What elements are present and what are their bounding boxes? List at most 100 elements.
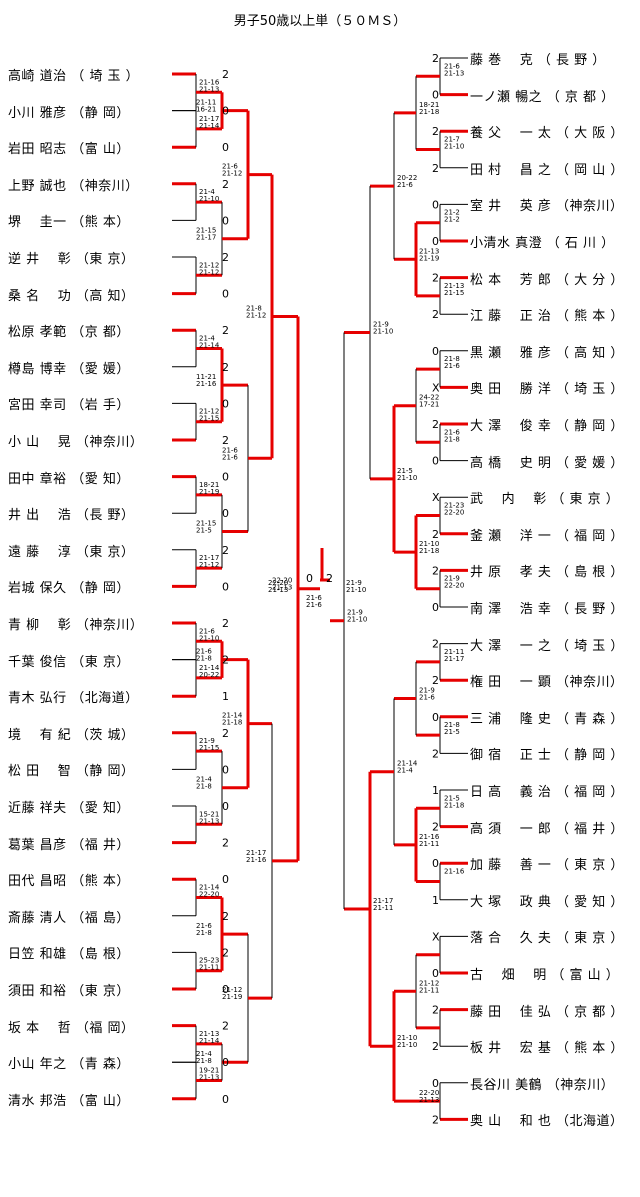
score-label: 21-14 <box>199 342 220 350</box>
right-player-name: 藤 巻 克 （ 長 野 ） <box>470 53 606 68</box>
left-r1-mark: 0 <box>222 471 229 484</box>
final-right-mark: 2 <box>326 572 333 585</box>
right-r1-mark: 0 <box>432 1077 439 1090</box>
score-label: 21-14 <box>199 122 220 130</box>
left-player-name: 坂 本 哲 （福 岡） <box>8 1020 135 1036</box>
score-label: 21-8 <box>196 783 212 791</box>
left-r1-mark: 0 <box>222 983 229 996</box>
score-label: 21-13 <box>444 282 464 290</box>
right-r1-mark: 2 <box>432 1040 439 1053</box>
score-label: 21-10 <box>347 616 367 624</box>
score-label: 21-16 <box>196 380 217 388</box>
score-label: 22-20 <box>419 1089 439 1097</box>
right-player-name: 大 塚 政 典 （ 愛 知 ） <box>470 894 624 910</box>
page-title: 男子50歳以上単（５０ＭＳ） <box>233 14 407 29</box>
score-label: 21-2 <box>444 209 460 217</box>
score-label: 21-18 <box>419 547 439 555</box>
score-label: 21-6 <box>199 627 215 635</box>
score-label: 22-20 <box>199 891 219 899</box>
right-player-name: 大 澤 一 之 （ 埼 玉 ） <box>470 638 624 654</box>
left-player-name: 近藤 祥夫 （愛 知） <box>8 801 130 816</box>
left-player-name: 斎藤 清人 （福 島） <box>8 910 130 926</box>
left-r1-mark: 0 <box>222 141 229 154</box>
right-player-name: 奥 山 和 也 （北海道） <box>470 1114 624 1130</box>
right-player-name: 奥 田 勝 洋 （ 埼 玉 ） <box>470 382 624 398</box>
right-player-name: 小清水 真澄 （ 石 川 ） <box>470 236 615 251</box>
right-r1-mark: 0 <box>432 235 439 248</box>
score-label: 21-11 <box>373 904 393 912</box>
right-r1-mark: 2 <box>432 125 439 138</box>
right-r1-mark: 2 <box>432 638 439 651</box>
score-label: 18-21 <box>199 481 219 489</box>
score-label: 21-16 <box>246 856 267 864</box>
left-r1-mark: 0 <box>222 800 229 813</box>
score-label: 21-10 <box>373 328 393 336</box>
right-r1-mark: 1 <box>432 784 439 797</box>
score-label: 21-8 <box>196 1057 212 1065</box>
score-label: 21-15 <box>444 289 464 297</box>
score-label: 21-15 <box>196 520 216 528</box>
left-r1-mark: 0 <box>222 105 229 118</box>
score-label: 21-12 <box>222 986 242 994</box>
score-label: 22-20 <box>268 579 288 587</box>
right-player-name: 南 澤 浩 幸 （ 長 野 ） <box>470 602 624 617</box>
right-r1-mark: 2 <box>432 272 439 285</box>
score-label: 21-10 <box>397 1034 417 1042</box>
score-label: 21-16 <box>444 868 465 876</box>
right-player-name: 長谷川 美鶴 （神奈川） <box>470 1077 615 1093</box>
right-player-name: 落 合 久 夫 （ 東 京 ） <box>470 931 624 947</box>
score-label: 21-13 <box>444 69 464 77</box>
score-label: 21-14 <box>199 884 220 892</box>
left-r1-mark: 2 <box>222 434 229 447</box>
left-player-name: 清水 邦浩 （富 山） <box>8 1093 130 1109</box>
right-player-name: 江 藤 正 治 （ 熊 本 ） <box>470 309 624 325</box>
score-label: 21-6 <box>306 601 322 609</box>
score-label: 21-12 <box>199 561 219 569</box>
score-label: 21-9 <box>373 321 389 329</box>
score-label: 21-9 <box>346 579 362 587</box>
score-label: 22-20 <box>444 582 464 590</box>
left-r1-mark: 1 <box>222 690 229 703</box>
score-label: 21-11 <box>196 99 216 107</box>
score-label: 21-19 <box>199 488 219 496</box>
score-label: 21-8 <box>444 355 460 363</box>
score-label: 21-6 <box>444 428 460 436</box>
score-label: 21-11 <box>419 840 439 848</box>
score-label: 21-14 <box>199 664 220 672</box>
right-player-name: 高 須 一 郎 （ 福 井 ） <box>470 821 624 837</box>
left-player-name: 千葉 俊信 （東 京） <box>8 654 130 670</box>
score-label: 21-6 <box>306 594 322 602</box>
score-label: 21-11 <box>419 986 439 994</box>
score-label: 21-15 <box>199 415 219 423</box>
left-r1-mark: 0 <box>222 288 229 301</box>
left-r1-mark: 0 <box>222 763 229 776</box>
score-label: 21-15 <box>196 227 216 235</box>
left-player-name: 遠 藤 淳 （東 京） <box>8 544 135 560</box>
score-label: 16-21 <box>196 106 216 114</box>
right-player-name: 武 内 彰 （ 東 京 ） <box>470 492 620 508</box>
score-label: 21-12 <box>199 408 219 416</box>
right-player-name: 三 浦 隆 史 （ 青 森 ） <box>470 711 624 727</box>
score-label: 21-13 <box>272 584 292 592</box>
left-r1-mark: 2 <box>222 324 229 337</box>
score-label: 21-6 <box>222 453 238 461</box>
left-r1-mark: 2 <box>222 178 229 191</box>
left-r1-mark: 2 <box>222 617 229 630</box>
score-label: 21-9 <box>199 737 215 745</box>
final-left-mark: 0 <box>306 572 313 585</box>
score-label: 21-4 <box>397 767 413 775</box>
left-r1-mark: 2 <box>222 1020 229 1033</box>
right-r1-mark: 0 <box>432 967 439 980</box>
score-label: 21-10 <box>199 195 219 203</box>
right-player-name: 御 宿 正 士 （ 静 岡 ） <box>470 748 624 764</box>
right-player-name: 加 藤 善 一 （ 東 京 ） <box>470 858 624 874</box>
score-label: 21-13 <box>419 247 439 255</box>
left-r1-mark: 0 <box>222 873 229 886</box>
score-label: 21-7 <box>444 136 460 144</box>
right-r1-mark: 2 <box>432 1113 439 1126</box>
score-label: 21-8 <box>246 304 262 312</box>
right-r1-mark: 0 <box>432 455 439 468</box>
score-label: 21-13 <box>199 1074 219 1082</box>
right-r1-mark: 2 <box>432 308 439 321</box>
right-r1-mark: 0 <box>432 345 439 358</box>
